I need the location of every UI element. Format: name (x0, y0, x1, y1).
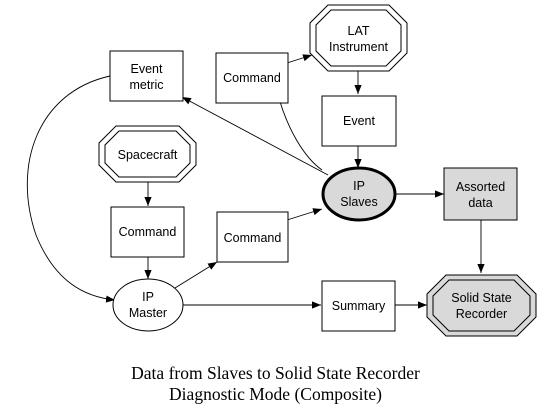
command-top-label: Command (223, 71, 281, 85)
lat-line1: LAT (348, 24, 370, 38)
event-metric-line1: Event (131, 62, 163, 76)
edge-event-metric-to-ipmaster (26, 75, 116, 303)
node-event: Event (321, 95, 397, 147)
node-event-metric: Event metric (109, 50, 184, 102)
ssr-line1: Solid State (451, 291, 512, 305)
ssr-line2: Recorder (456, 307, 507, 321)
edge-command-to-lat (286, 54, 313, 64)
edge-command-mid-to-ipslaves (286, 208, 323, 221)
edges (26, 54, 485, 309)
node-spacecraft: Spacecraft (98, 125, 197, 183)
ip-slaves-line1: IP (353, 179, 365, 193)
node-ip-master: IP Master (112, 278, 184, 332)
node-summary: Summary (321, 280, 396, 332)
event-metric-line2: metric (129, 78, 163, 92)
ip-master-line2: Master (129, 306, 167, 320)
node-lat-instrument: LAT Instrument (309, 4, 408, 72)
summary-label: Summary (332, 299, 386, 313)
node-command-mid: Command (216, 211, 289, 263)
event-label: Event (343, 114, 375, 128)
assorted-line1: Assorted (456, 180, 505, 194)
command-mid-label: Command (224, 231, 282, 245)
node-solid-state-recorder: Solid State Recorder (426, 274, 537, 337)
ip-slaves-line2: Slaves (340, 195, 378, 209)
lat-line2: Instrument (329, 40, 389, 54)
edge-ipmaster-to-command-mid (174, 261, 218, 289)
command-left-label: Command (119, 225, 177, 239)
node-command-left: Command (110, 206, 185, 258)
edge-ipslaves-to-event-metric (181, 96, 329, 176)
spacecraft-label: Spacecraft (118, 148, 178, 162)
assorted-line2: data (468, 196, 492, 210)
caption-line1: Data from Slaves to Solid State Recorder (131, 363, 420, 383)
caption-line2: Diagnostic Mode (Composite) (169, 384, 382, 404)
node-ip-slaves: IP Slaves (321, 166, 397, 222)
node-command-top: Command (215, 52, 289, 104)
ip-master-line1: IP (142, 290, 154, 304)
node-assorted-data: Assorted data (443, 167, 518, 221)
